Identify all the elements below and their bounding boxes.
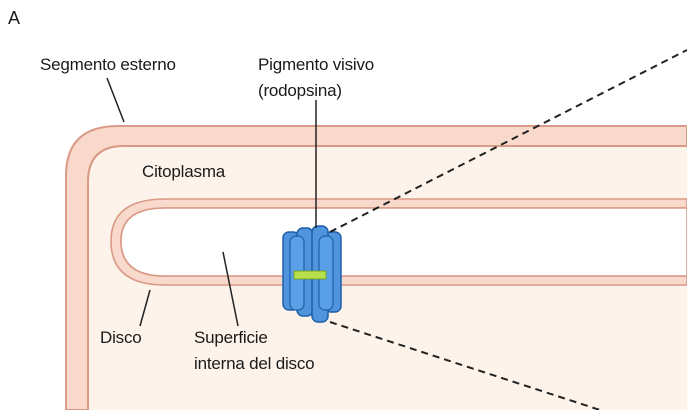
label-visual-pigment-sub: (rodopsina) xyxy=(258,81,342,100)
rhodopsin-protein xyxy=(282,225,342,323)
label-visual-pigment: Pigmento visivo xyxy=(258,55,374,74)
leader-outer-segment xyxy=(106,77,125,123)
label-cytoplasm: Citoplasma xyxy=(142,162,226,181)
panel-letter: A xyxy=(8,8,20,28)
label-disc: Disco xyxy=(100,328,142,347)
outer-segment-inner-edge xyxy=(87,145,687,410)
retinal-chromophore xyxy=(293,270,327,280)
label-outer-segment: Segmento esterno xyxy=(40,55,176,74)
zoom-dashed-line-upper xyxy=(329,49,687,233)
disc-lumen xyxy=(120,207,687,277)
leader-disc xyxy=(139,289,151,327)
label-inner-surface-sub: interna del disco xyxy=(194,354,314,373)
leader-inner-surface xyxy=(222,251,239,327)
label-inner-surface: Superficie xyxy=(194,328,268,347)
